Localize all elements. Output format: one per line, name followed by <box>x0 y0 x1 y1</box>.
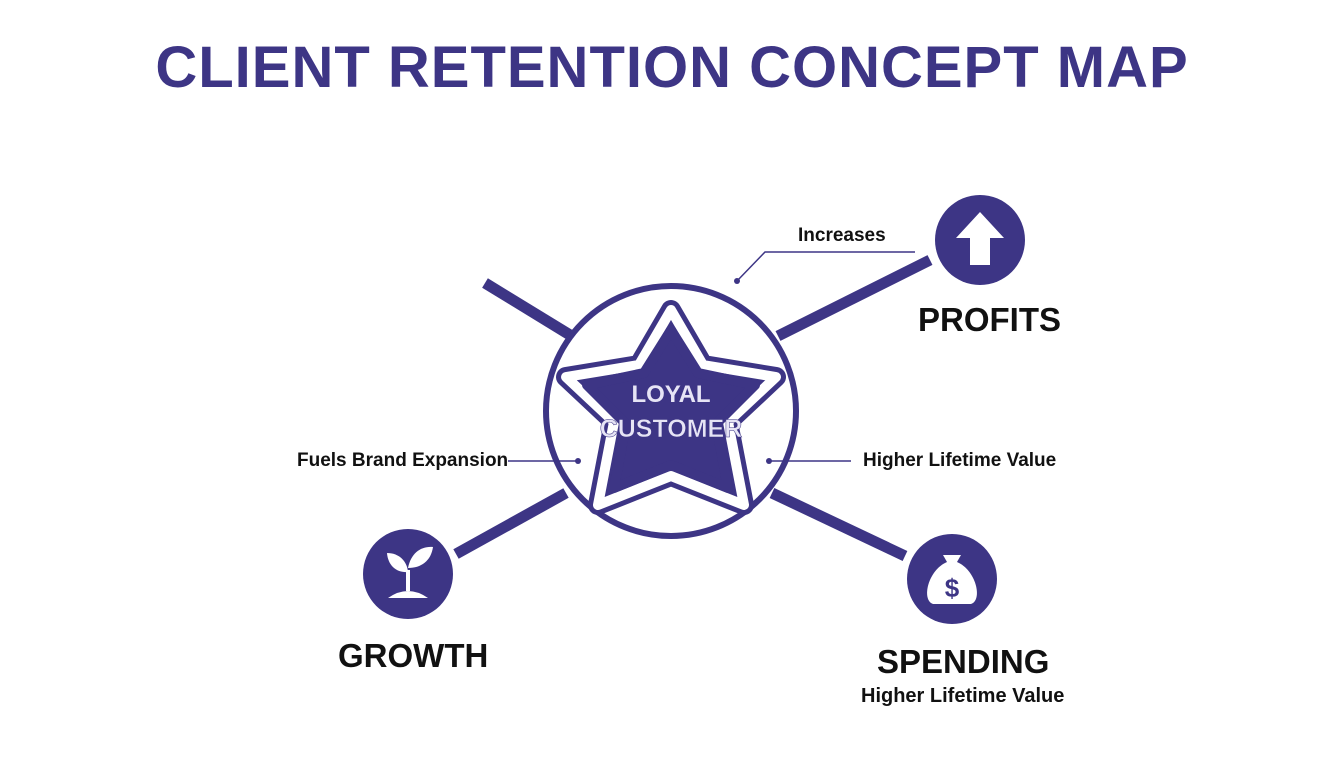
node-label-profits: PROFITS <box>918 301 1062 338</box>
center-label-line2: CUSTOMER <box>600 415 743 443</box>
page-title: CLIENT RETENTION CONCEPT MAP <box>155 35 1189 100</box>
node-label-spending: SPENDING <box>877 643 1050 680</box>
connector-upper-left <box>482 278 573 340</box>
leader-dot-increases <box>734 278 740 284</box>
leader-increases <box>736 251 915 282</box>
connector-growth <box>453 488 569 559</box>
node-sublabel-spending: Higher Lifetime Value <box>861 685 1065 707</box>
leader-dot-fuels <box>575 458 581 464</box>
center-label-line1: LOYAL <box>631 381 710 408</box>
connector-profits <box>775 255 933 341</box>
edge-label-higher-lifetime-value: Higher Lifetime Value <box>863 450 1057 471</box>
edge-label-fuels-brand-expansion: Fuels Brand Expansion <box>297 450 509 471</box>
money-bag-icon: $ <box>907 534 997 624</box>
money-bag-symbol: $ <box>945 573 960 603</box>
edge-label-increases: Increases <box>798 225 886 246</box>
sprout-icon <box>363 529 453 619</box>
star-icon <box>556 300 786 515</box>
connector-spending <box>769 488 908 561</box>
leader-dot-higher-value <box>766 458 772 464</box>
node-label-growth: GROWTH <box>338 637 489 674</box>
arrow-up-icon <box>935 195 1025 285</box>
